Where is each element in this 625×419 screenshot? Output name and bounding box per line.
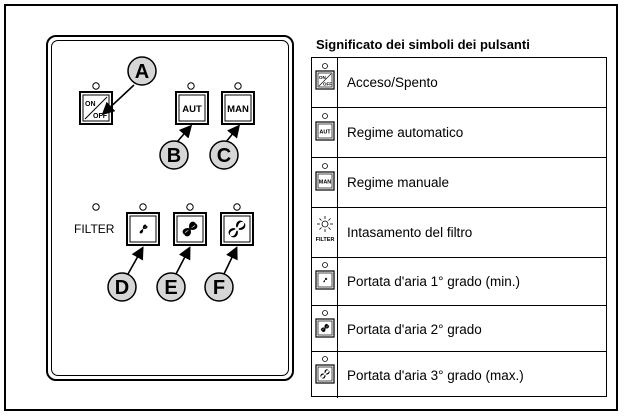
led-onoff (92, 82, 100, 90)
legend-title: Significato dei simboli dei pulsanti (316, 37, 530, 52)
legend-icon-cell (312, 306, 338, 351)
legend-icon-cell: MAN (312, 158, 338, 207)
callout-d-label: D (115, 277, 129, 299)
legend-row-aut-text: Regime automatico (347, 125, 464, 140)
control-panel-outer (46, 35, 294, 381)
fan-speed-2-button[interactable] (173, 212, 207, 246)
callout-c-label: C (217, 145, 231, 167)
legend-filter-label: FILTER (316, 237, 335, 243)
on-off-button-top-label: ON (85, 101, 96, 108)
fan-speed-1-button[interactable] (126, 212, 160, 246)
legend-row-fan-3: Portata d'aria 3° grado (max.) (312, 352, 606, 398)
callout-b-label: B (167, 145, 181, 167)
on-off-button-bottom-label: OFF (93, 113, 108, 120)
callout-e: E (156, 246, 191, 302)
legend-row-filter-text: Intasamento del filtro (347, 225, 473, 240)
figure-frame (4, 4, 618, 411)
legend-icon-cell (312, 352, 338, 398)
man-button-label: MAN (227, 104, 249, 115)
legend-row-man-text: Regime manuale (347, 175, 450, 190)
led-fan-2 (186, 203, 194, 211)
fan-speed-3-icon (315, 356, 335, 384)
led-fan-1 (139, 203, 147, 211)
callout-e-label: E (164, 277, 177, 299)
legend-row-fan-3-text: Portata d'aria 3° grado (max.) (347, 368, 524, 383)
led-man (234, 82, 242, 90)
man-button[interactable]: MAN (221, 91, 255, 125)
legend-row-on-off-text: Acceso/Spento (347, 75, 438, 90)
callout-b: B (159, 124, 193, 170)
legend-row-fan-1: Portata d'aria 1° grado (min.) (312, 258, 606, 306)
legend-icon-cell: ON OFF (312, 58, 338, 107)
legend-off-label: OFF (323, 82, 332, 87)
fan-speed-3-button[interactable] (220, 212, 254, 246)
on-off-button-icon: ON OFF (315, 63, 335, 90)
fan-speed-1-icon (315, 262, 335, 290)
aut-button[interactable]: AUT (175, 91, 209, 125)
filter-led-icon: FILTER (316, 216, 335, 243)
legend-icon-cell (312, 258, 338, 305)
legend-row-fan-1-text: Portata d'aria 1° grado (min.) (347, 274, 521, 289)
led-fan-3 (233, 203, 241, 211)
fan-speed-2-icon (315, 310, 335, 338)
legend-row-on-off: ON OFF Acceso/Spento (312, 58, 606, 108)
on-off-button[interactable]: ON OFF (79, 91, 113, 125)
led-filter (92, 203, 100, 211)
man-button-icon: MAN (315, 163, 335, 191)
legend-row-fan-2-text: Portata d'aria 2° grado (347, 322, 482, 337)
legend-row-man: MAN Regime manuale (312, 158, 606, 208)
legend-row-fan-2: Portata d'aria 2° grado (312, 306, 606, 352)
legend-icon-cell: AUT (312, 108, 338, 157)
callout-a: A (101, 56, 157, 116)
legend-on-label: ON (319, 75, 326, 80)
callout-c: C (209, 124, 240, 170)
callout-f: F (204, 246, 238, 302)
control-panel-inner (51, 40, 289, 376)
legend-table: ON OFF Acceso/Spento AUT Regime automati… (311, 57, 607, 398)
legend-row-aut: AUT Regime automatico (312, 108, 606, 158)
aut-button-label: AUT (182, 104, 202, 115)
callout-d: D (107, 246, 144, 302)
legend-man-label: MAN (319, 180, 332, 186)
callout-f-label: F (213, 277, 225, 299)
led-aut (187, 82, 195, 90)
legend-icon-cell: FILTER (312, 208, 338, 257)
legend-aut-label: AUT (319, 130, 331, 136)
legend-row-filter: FILTER Intasamento del filtro (312, 208, 606, 258)
filter-label: FILTER (74, 222, 115, 236)
aut-button-icon: AUT (315, 113, 335, 141)
callout-a-label: A (135, 61, 149, 83)
